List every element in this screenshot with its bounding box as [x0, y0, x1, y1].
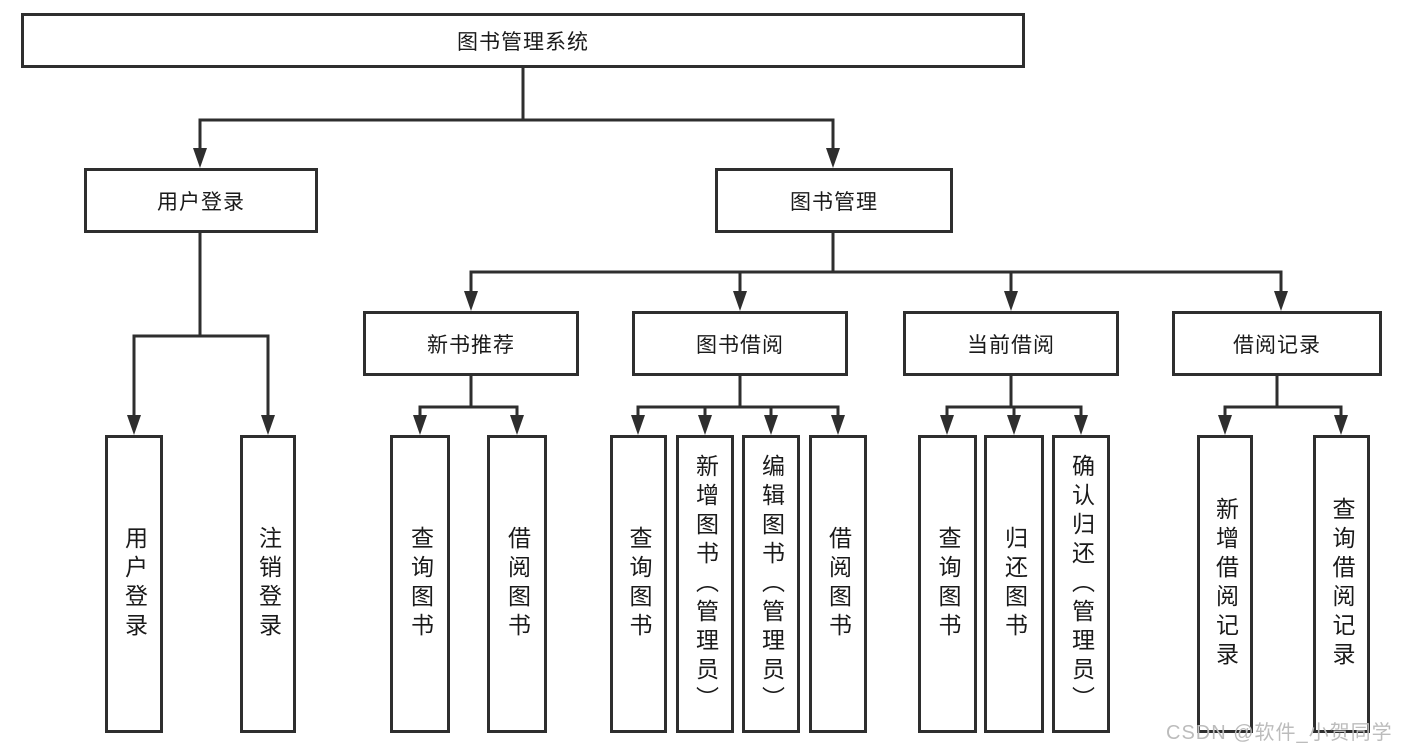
leaf-confirm-return-admin: 确认归还（管理员） — [1052, 435, 1110, 733]
leaf-borrow-books-2: 借阅图书 — [809, 435, 867, 733]
node-user-login-label: 用户登录 — [157, 190, 245, 214]
leaf-borrow-books-1-label: 借阅图书 — [504, 526, 531, 642]
node-root-label: 图书管理系统 — [457, 30, 589, 54]
leaf-add-books-admin: 新增图书（管理员） — [676, 435, 734, 733]
leaf-add-books-admin-label: 新增图书（管理员） — [692, 453, 719, 715]
leaf-query-borrow-record: 查询借阅记录 — [1313, 435, 1370, 733]
node-current-borrowing-label: 当前借阅 — [967, 333, 1055, 357]
leaf-return-books: 归还图书 — [984, 435, 1044, 733]
node-borrowing-records: 借阅记录 — [1172, 311, 1382, 376]
node-book-management: 图书管理 — [715, 168, 953, 233]
node-book-borrowing-label: 图书借阅 — [696, 333, 784, 357]
csdn-watermark: CSDN @软件_小贺同学 — [1166, 722, 1393, 744]
leaf-query-books-3-label: 查询图书 — [935, 526, 961, 642]
arrow-book-mgmt — [826, 148, 840, 168]
node-book-borrowing: 图书借阅 — [632, 311, 848, 376]
leaf-query-books-3: 查询图书 — [918, 435, 977, 733]
leaf-user-login: 用户登录 — [105, 435, 163, 733]
node-current-borrowing: 当前借阅 — [903, 311, 1119, 376]
leaf-logout: 注销登录 — [240, 435, 296, 733]
node-new-book-recommend-label: 新书推荐 — [427, 333, 515, 357]
leaf-user-login-label: 用户登录 — [121, 526, 148, 642]
leaf-query-books-2-label: 查询图书 — [626, 526, 652, 642]
leaf-return-books-label: 归还图书 — [1001, 526, 1028, 642]
leaf-add-borrow-record-label: 新增借阅记录 — [1212, 497, 1239, 671]
leaf-query-books-1-label: 查询图书 — [407, 526, 434, 642]
node-new-book-recommend: 新书推荐 — [363, 311, 579, 376]
node-borrowing-records-label: 借阅记录 — [1233, 333, 1321, 357]
leaf-query-books-2: 查询图书 — [610, 435, 667, 733]
leaf-query-books-1: 查询图书 — [390, 435, 450, 733]
leaf-query-borrow-record-label: 查询借阅记录 — [1329, 497, 1355, 671]
leaf-confirm-return-admin-label: 确认归还（管理员） — [1068, 453, 1095, 715]
node-user-login: 用户登录 — [84, 168, 318, 233]
leaf-edit-books-admin: 编辑图书（管理员） — [742, 435, 800, 733]
leaf-edit-books-admin-label: 编辑图书（管理员） — [758, 453, 785, 715]
leaf-borrow-books-1: 借阅图书 — [487, 435, 547, 733]
leaf-borrow-books-2-label: 借阅图书 — [825, 526, 852, 642]
leaf-logout-label: 注销登录 — [255, 526, 282, 642]
node-book-management-label: 图书管理 — [790, 190, 878, 214]
leaf-add-borrow-record: 新增借阅记录 — [1197, 435, 1253, 733]
arrow-user-login — [193, 148, 207, 168]
node-root: 图书管理系统 — [21, 13, 1025, 68]
